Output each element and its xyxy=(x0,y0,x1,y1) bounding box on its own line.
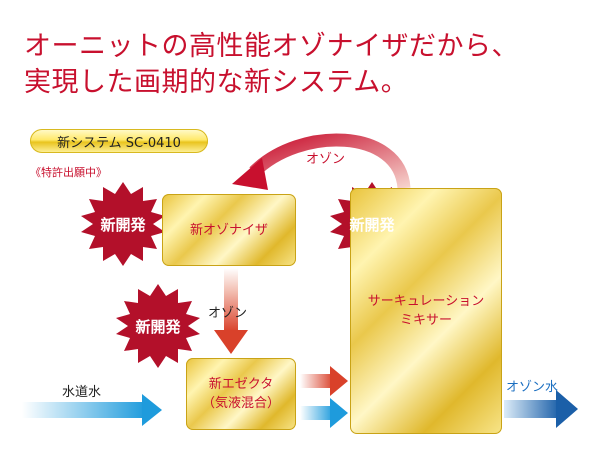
arrow-ejector-red-shaft xyxy=(300,374,334,388)
node-mixer-label-1: サーキュレーション xyxy=(367,294,485,309)
node-ozonizer: 新オゾナイザ xyxy=(162,194,296,266)
burst-ozonizer-shape xyxy=(81,182,165,266)
arrow-tap-water-shaft xyxy=(22,402,146,418)
node-ejector-label-2: （気液混合） xyxy=(201,396,280,411)
edge-label-ozone-water: オゾン水 xyxy=(506,380,559,395)
burst-ozonizer xyxy=(81,182,165,266)
edge-label-tap-water: 水道水 xyxy=(62,385,102,400)
burst-ejector-label: 新開発 xyxy=(135,318,181,336)
arrow-mixer-to-ozonizer xyxy=(249,133,411,189)
burst-ejector xyxy=(116,284,200,368)
burst-ozonizer-label: 新開発 xyxy=(100,216,146,234)
arrow-tap-water-head xyxy=(142,394,162,426)
node-circulation-mixer: サーキュレーション ミキサー xyxy=(350,188,502,434)
burst-mixer-label: 新開発 xyxy=(349,216,395,234)
headline-line-1: オーニットの高性能オゾナイザだから、 xyxy=(24,31,519,62)
node-ejector-label-1: 新エゼクタ xyxy=(208,377,274,392)
arrow-mixer-to-ozonizer-head xyxy=(232,158,268,190)
burst-ejector-shape xyxy=(116,284,200,368)
headline-line-2: 実現した画期的な新システム。 xyxy=(24,67,409,98)
arrow-ozonizer-to-ejector-shaft xyxy=(224,268,238,332)
edge-label-ozone-feed: オゾン xyxy=(208,306,248,321)
patent-pending-note: 《特許出願中》 xyxy=(30,166,107,179)
arrow-ejector-blue-head xyxy=(330,398,348,428)
edge-label-ozone-recirculation: オゾン xyxy=(306,152,346,167)
arrow-ozone-water-shaft xyxy=(504,400,560,418)
node-ejector: 新エゼクタ （気液混合） xyxy=(186,358,296,430)
node-mixer-label-2: ミキサー xyxy=(399,313,452,328)
node-ozonizer-label: 新オゾナイザ xyxy=(189,222,268,238)
system-model-badge: 新システム SC-0410 xyxy=(30,129,208,153)
arrow-ozone-water-head xyxy=(556,390,578,428)
arrow-ejector-blue-shaft xyxy=(300,406,334,420)
arrow-ejector-red-head xyxy=(330,366,348,396)
arrow-ozonizer-to-ejector-head xyxy=(214,330,248,354)
